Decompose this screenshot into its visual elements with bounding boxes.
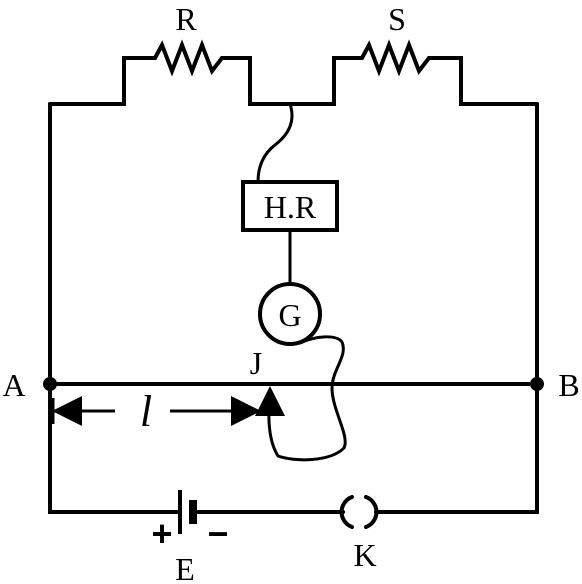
top-left-wire [48, 56, 157, 106]
label-g: G [278, 297, 301, 333]
label-j: J [250, 345, 262, 381]
resistor-r [153, 39, 224, 77]
left-wire [48, 102, 180, 514]
top-right-wire [427, 56, 539, 106]
label-hr: H.R [264, 189, 317, 225]
label-b: B [558, 367, 579, 403]
node-b [530, 377, 544, 391]
top-mid-wire [220, 56, 364, 106]
label-r: R [175, 1, 197, 37]
resistor-s [360, 39, 431, 77]
key-right-arc [364, 495, 379, 529]
galvanometer-circle [258, 282, 322, 346]
label-s: S [388, 1, 406, 37]
label-e: E [175, 551, 195, 584]
label-k: K [353, 537, 376, 573]
label-minus: − [207, 513, 228, 554]
jockey-wire [255, 335, 347, 462]
right-wire [374, 102, 539, 514]
junction-wire [256, 102, 294, 184]
label-plus: + [151, 513, 172, 554]
label-length: l [140, 387, 152, 436]
key-left-arc [339, 495, 354, 529]
label-a: A [2, 367, 25, 403]
node-a [43, 377, 57, 391]
